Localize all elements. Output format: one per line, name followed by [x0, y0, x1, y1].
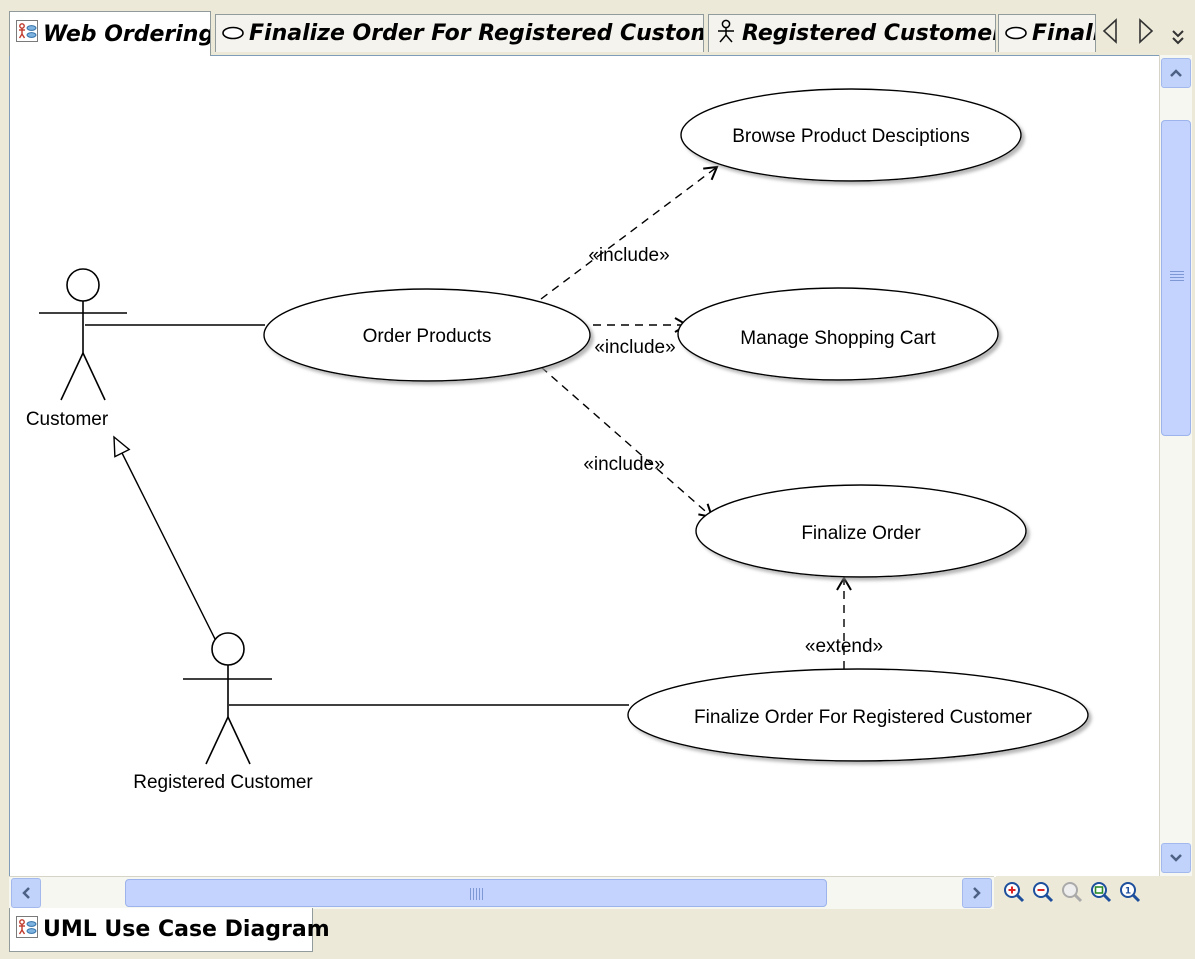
chevron-double-down-icon[interactable]	[1170, 25, 1186, 55]
horizontal-scroll-thumb[interactable]	[125, 879, 827, 907]
use-case-ellipse-icon	[1005, 21, 1027, 46]
use-case-label: Browse Product Desciptions	[732, 126, 970, 147]
tab-label: Finali	[1032, 21, 1096, 46]
use-case-ellipse-icon	[222, 21, 244, 46]
tab-finali-truncated[interactable]: Finali	[998, 14, 1096, 52]
tab-label: Finalize Order For Registered Customer	[249, 21, 704, 46]
use-case-finalize-registered[interactable]: Finalize Order For Registered Customer	[627, 668, 1089, 762]
diagram-canvas[interactable]: Browse Product Desciptions Order Product…	[9, 55, 1160, 877]
use-case-diagram: Browse Product Desciptions Order Product…	[26, 88, 1089, 793]
chevron-up-icon	[1170, 69, 1182, 77]
tab-label: Registered Customer	[742, 21, 996, 46]
chevron-down-icon	[1170, 854, 1182, 862]
scroll-left-button[interactable]	[11, 878, 41, 908]
use-case-manage-cart[interactable]: Manage Shopping Cart	[677, 287, 999, 381]
include-finalize-arrow[interactable]	[540, 366, 714, 519]
include-label: «include»	[588, 245, 669, 266]
grip-icon	[470, 888, 484, 900]
triangle-left-icon[interactable]	[1101, 17, 1119, 52]
grip-icon	[1170, 271, 1184, 281]
tab-finalize-order-registered[interactable]: Finalize Order For Registered Customer	[215, 14, 704, 52]
tab-web-ordering[interactable]: Web Ordering	[9, 11, 211, 56]
vertical-scroll-thumb[interactable]	[1161, 120, 1191, 436]
zoom-reset-icon[interactable]: 1	[1116, 879, 1143, 905]
document-tab-strip: Web Ordering Finalize Order For Register…	[0, 0, 1195, 60]
tab-uml-use-case-diagram[interactable]: UML Use Case Diagram	[9, 908, 330, 952]
zoom-out-icon[interactable]	[1029, 879, 1056, 905]
use-case-browse[interactable]: Browse Product Desciptions	[680, 88, 1022, 182]
use-case-order-products[interactable]: Order Products	[263, 288, 591, 382]
scroll-right-button[interactable]	[962, 878, 992, 908]
chevron-left-icon	[22, 887, 30, 899]
zoom-in-icon[interactable]	[1000, 879, 1027, 905]
use-case-label: Order Products	[363, 326, 492, 347]
actor-customer[interactable]	[39, 268, 127, 401]
tab-registered-customer[interactable]: Registered Customer	[708, 14, 996, 52]
use-case-diagram-icon	[16, 915, 38, 944]
use-case-label: Finalize Order	[801, 523, 921, 544]
zoom-disabled-icon	[1058, 879, 1085, 905]
use-case-label: Manage Shopping Cart	[740, 328, 936, 349]
actor-label: Customer	[26, 409, 109, 430]
horizontal-scrollbar[interactable]	[9, 876, 994, 909]
scroll-up-button[interactable]	[1161, 58, 1191, 88]
chevron-right-icon	[973, 887, 981, 899]
extend-label: «extend»	[805, 636, 883, 657]
zoom-fit-icon[interactable]	[1087, 879, 1114, 905]
use-case-label: Finalize Order For Registered Customer	[694, 707, 1033, 728]
triangle-right-icon[interactable]	[1137, 17, 1155, 52]
actor-icon	[715, 19, 737, 49]
zoom-toolbar: 1	[996, 876, 1195, 908]
svg-text:1: 1	[1124, 887, 1130, 897]
vertical-scrollbar[interactable]	[1159, 55, 1192, 876]
tab-label: UML Use Case Diagram	[43, 917, 330, 942]
use-case-finalize-order[interactable]: Finalize Order	[695, 484, 1027, 578]
actor-label: Registered Customer	[133, 772, 313, 793]
include-browse-arrow[interactable]	[540, 165, 719, 300]
actor-registered-customer[interactable]	[183, 632, 272, 765]
use-case-diagram-icon	[16, 20, 38, 48]
include-label: «include»	[594, 337, 675, 358]
include-label: «include»	[583, 454, 664, 475]
scroll-down-button[interactable]	[1161, 843, 1191, 873]
generalization-arrow[interactable]	[113, 435, 216, 640]
tab-label: Web Ordering	[43, 21, 211, 47]
